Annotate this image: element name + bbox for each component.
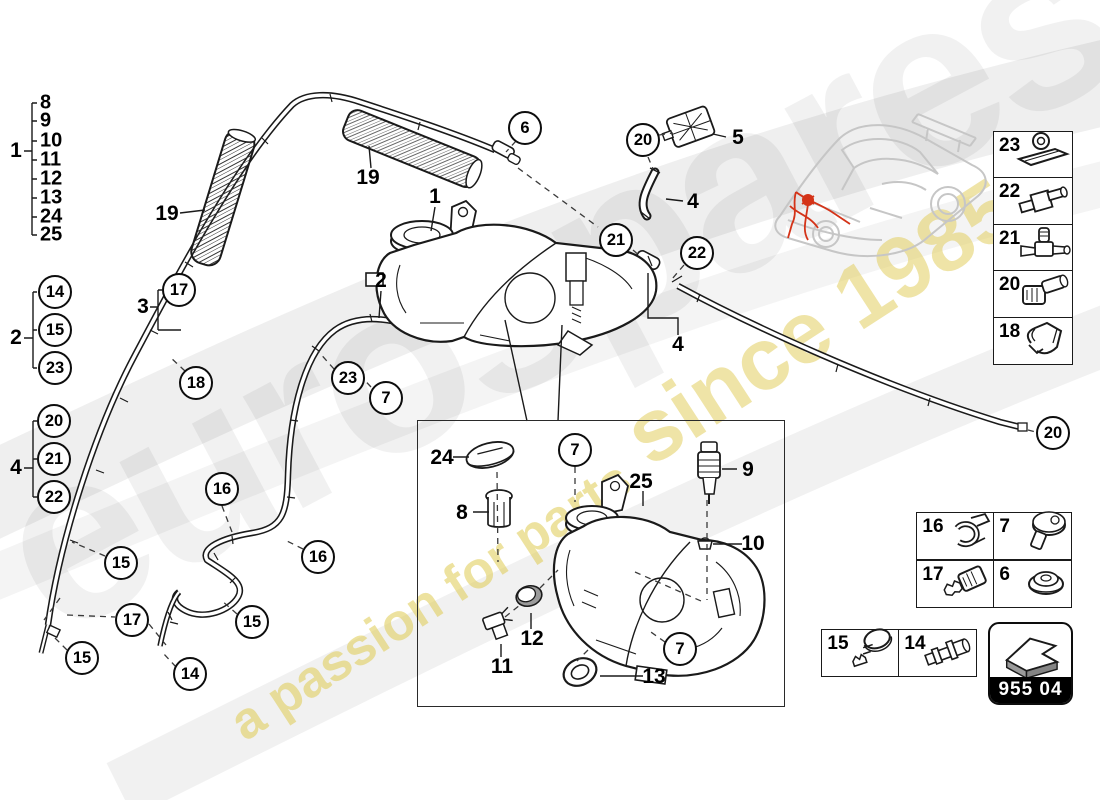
label-sleeve-left[interactable]: 19 [155, 202, 179, 225]
legend-cell-22[interactable]: 22 [993, 177, 1073, 226]
label-tank[interactable]: 1 [429, 185, 441, 208]
push-rivet-icon [1016, 510, 1070, 559]
legend-cell-20[interactable]: 20 [993, 270, 1073, 319]
callout-circle-17[interactable]: 17 [162, 273, 196, 307]
callout-circle-15b[interactable]: 15 [104, 546, 138, 580]
page-code-box[interactable]: 955 04 [988, 622, 1073, 705]
straight-connector-icon [937, 558, 993, 607]
legend-column: 23 22 21 [993, 131, 1073, 365]
label-filler-plug[interactable]: 8 [456, 501, 468, 524]
label-seal[interactable]: 12 [520, 627, 544, 650]
filler-plug-8 [485, 489, 513, 528]
legend-row: 15 14 [821, 627, 977, 677]
callout-circle-23[interactable]: 23 [38, 351, 72, 385]
label-front-hose[interactable]: 2 [375, 269, 387, 292]
quick-connector-6 [491, 140, 521, 165]
label-level-sensor[interactable]: 11 [490, 655, 514, 678]
group1-item[interactable]: 24 [40, 205, 63, 228]
legend-cell-18[interactable]: 18 [993, 316, 1073, 365]
detail-view-box [417, 420, 785, 707]
callout-circle-20[interactable]: 20 [37, 404, 71, 438]
label-tank-detail[interactable]: 25 [629, 470, 653, 493]
label-nut[interactable]: 10 [741, 532, 765, 555]
group1-item[interactable]: 13 [40, 186, 63, 209]
group1-item[interactable]: 25 [40, 223, 63, 246]
legend-cell-23[interactable]: 23 [993, 131, 1073, 179]
clip-icon [1015, 317, 1071, 364]
callout-circle-23b[interactable]: 23 [331, 361, 365, 395]
legend-cell-7[interactable]: 7 [993, 510, 1072, 560]
dashed-lines [43, 132, 1037, 668]
callout-circle-22[interactable]: 22 [37, 480, 71, 514]
legend-grid: 16 7 17 [916, 510, 1072, 608]
callout-circle-15[interactable]: 15 [38, 313, 72, 347]
level-sensor-11 [482, 606, 513, 641]
callout-circle-16b[interactable]: 16 [301, 540, 335, 574]
callout-circle-7[interactable]: 7 [369, 381, 403, 415]
callout-circle-21b[interactable]: 21 [599, 223, 633, 257]
callout-circle-20c[interactable]: 20 [1036, 416, 1070, 450]
callout-circle-20b[interactable]: 20 [626, 123, 660, 157]
legend-cell-21[interactable]: 21 [993, 223, 1073, 272]
callout-circle-16[interactable]: 16 [205, 472, 239, 506]
ring-bracket-icon [1015, 131, 1071, 178]
sleeve-left [190, 128, 257, 267]
label-washer-pump[interactable]: 9 [742, 458, 754, 481]
seal-12 [515, 584, 543, 608]
washer-reservoir-main [365, 199, 658, 356]
car-washer-harness-highlight [787, 191, 851, 241]
label-sleeve-center[interactable]: 19 [356, 166, 380, 189]
label-cover-cap[interactable]: 24 [430, 446, 454, 469]
hose-elbow-4 [638, 167, 661, 221]
pump-bracket-5 [661, 105, 716, 148]
washer-pump-9 [697, 441, 721, 504]
legend-cell-15[interactable]: 15 [821, 627, 900, 677]
check-valve-icon [842, 627, 898, 676]
hose-rear-long [671, 275, 1028, 432]
coupler-icon [1015, 177, 1071, 224]
callout-circle-17b[interactable]: 17 [115, 603, 149, 637]
hose-clamp-icon [943, 510, 993, 559]
group1-item[interactable]: 11 [40, 148, 62, 171]
grommet-cap-icon [1016, 558, 1070, 607]
group2-label[interactable]: 2 [10, 326, 22, 349]
washer-reservoir-detail [552, 473, 766, 685]
group1-item[interactable]: 8 [40, 91, 52, 114]
group1-label[interactable]: 1 [10, 139, 22, 162]
legend-cell-6[interactable]: 6 [993, 560, 1072, 608]
callout-circle-15c[interactable]: 15 [235, 605, 269, 639]
callout-circle-18[interactable]: 18 [179, 366, 213, 400]
legend-cell-16[interactable]: 16 [916, 512, 995, 560]
page-code: 955 04 [990, 677, 1071, 703]
car-sketch [774, 113, 987, 257]
group3-label[interactable]: 3 [137, 295, 149, 318]
callout-circle-22b[interactable]: 22 [680, 236, 714, 270]
label-grommet-ring[interactable]: 13 [642, 665, 666, 688]
elbow-connector-icon [1015, 270, 1071, 317]
label-rear-hose[interactable]: 4 [672, 333, 684, 356]
callout-circle-21[interactable]: 21 [37, 442, 71, 476]
legend-cell-14[interactable]: 14 [898, 629, 977, 677]
callout-circle-15d[interactable]: 15 [65, 641, 99, 675]
group1-item[interactable]: 12 [40, 167, 63, 190]
group1-item[interactable]: 9 [40, 109, 52, 132]
t-connector-icon [1015, 224, 1071, 271]
sleeve-center [342, 109, 483, 189]
barb-fitting-icon [919, 627, 975, 676]
callout-circle-14b[interactable]: 14 [173, 657, 207, 691]
label-pump-bracket[interactable]: 5 [732, 126, 744, 149]
legend-cell-17[interactable]: 17 [916, 560, 995, 608]
group1-item[interactable]: 10 [40, 129, 63, 152]
callout-circle-6[interactable]: 6 [508, 111, 542, 145]
label-elbow-hose[interactable]: 4 [687, 190, 699, 213]
group4-label[interactable]: 4 [10, 456, 22, 479]
nut-10 [697, 537, 713, 550]
callout-circle-14[interactable]: 14 [38, 275, 72, 309]
leader-lines [24, 102, 742, 677]
callout-circle-7c[interactable]: 7 [663, 632, 697, 666]
callout-circle-7b[interactable]: 7 [558, 433, 592, 467]
cover-cap-24 [465, 441, 515, 469]
grommet-ring-13 [562, 657, 598, 687]
